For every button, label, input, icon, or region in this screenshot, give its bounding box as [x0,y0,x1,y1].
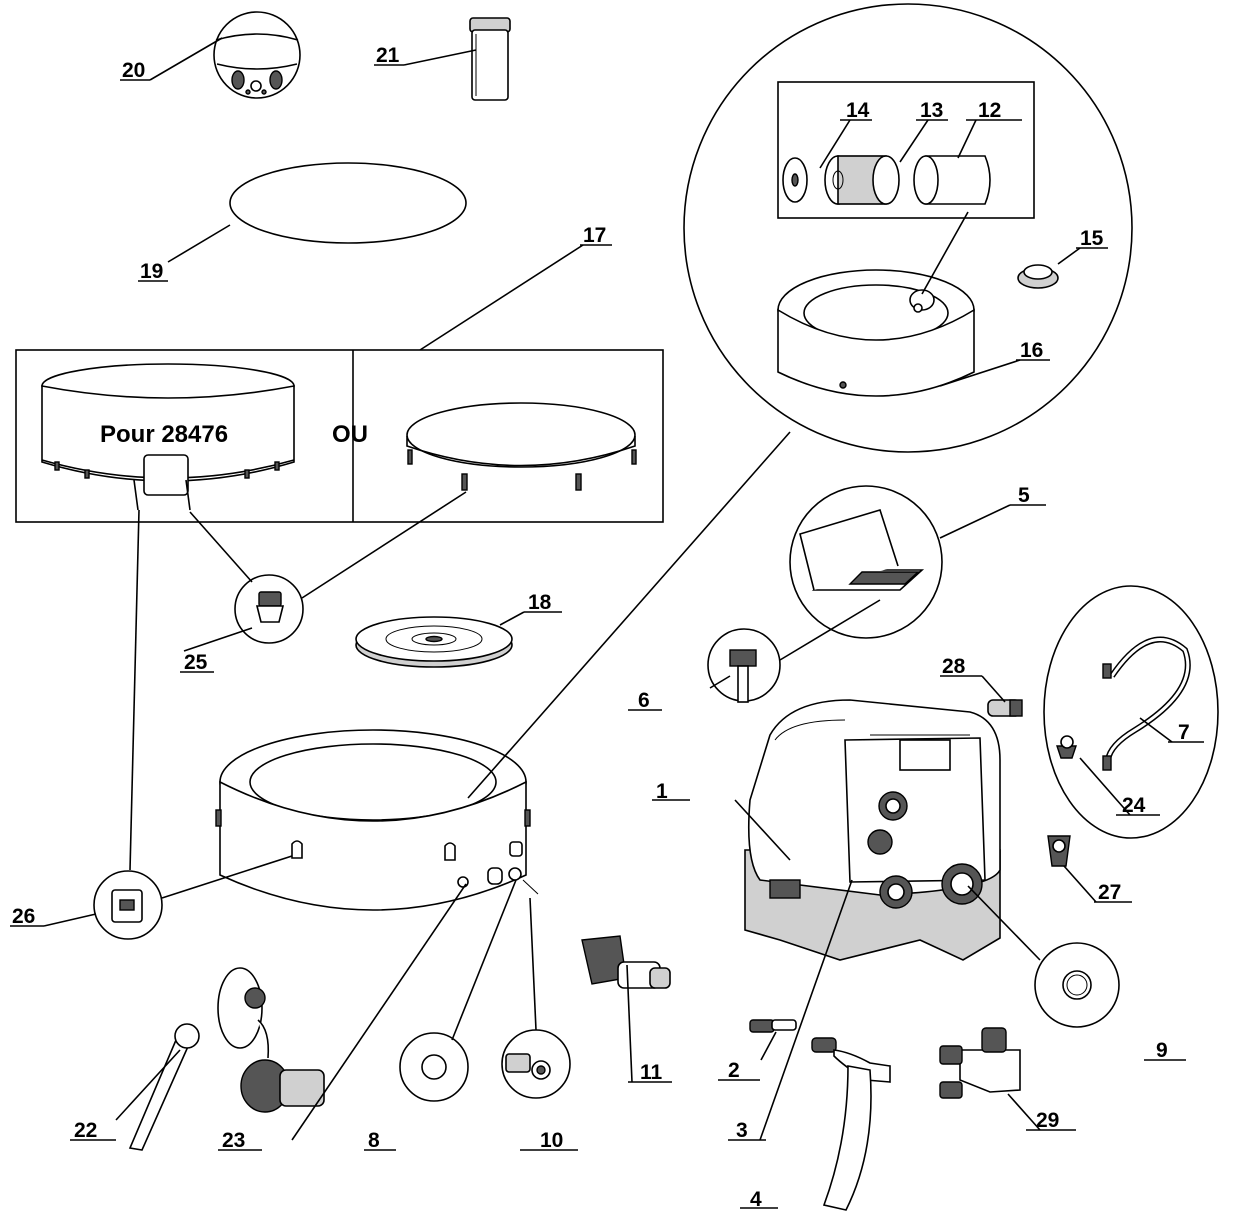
cover-panel: Pour 28476 OU [15,349,664,523]
callout-2: 2 [728,1059,740,1082]
callout-20: 20 [122,59,145,82]
callout-3: 3 [736,1119,748,1142]
washer-detail [967,885,1120,1028]
callout-1: 1 [656,780,668,803]
floating-chemical-dispenser [213,11,301,99]
callout-underlines [10,64,1204,1209]
washer-8 [399,879,517,1102]
callout-12: 12 [978,99,1001,122]
callout-5: 5 [1018,484,1030,507]
callout-6: 6 [638,689,650,712]
callout-18: 18 [528,591,552,614]
filter-housing-base [355,616,513,668]
callout-14: 14 [846,99,870,122]
control-panel-detail [779,485,943,661]
callout-29: 29 [1036,1109,1059,1132]
or-label: OU [332,421,368,448]
spa-tub [215,729,539,911]
cover-for-28476 [41,363,295,511]
callout-8: 8 [368,1129,380,1152]
callout-19: 19 [140,260,163,283]
test-strip-bottle [469,17,511,101]
callout-13: 13 [920,99,943,122]
callout-7: 7 [1178,721,1190,744]
hose-detail [1043,585,1219,839]
callout-24: 24 [1122,794,1146,817]
connector-28 [987,699,1023,717]
callout-27: 27 [1098,881,1121,904]
callout-numbers: 1 2 3 4 5 6 7 8 9 10 11 12 13 14 15 16 1… [12,44,1190,1211]
cover-alternative [406,402,637,491]
pump-handle [749,879,891,1211]
callout-25: 25 [184,651,208,674]
callout-10: 10 [540,1129,563,1152]
bypass-valve [939,1027,1021,1099]
valve-assembly [217,883,467,1141]
cover-buckle-detail [129,491,467,871]
callout-26: 26 [12,905,35,928]
plug-27 [1047,835,1071,867]
drain-valve-detail [501,897,571,1099]
callout-4: 4 [750,1188,762,1211]
wrench [128,1023,200,1151]
cover-for-28476-label: Pour 28476 [100,421,228,448]
hose-adapter [581,935,671,989]
callout-21: 21 [376,44,400,67]
callout-15: 15 [1080,227,1104,250]
ground-cloth [229,162,467,244]
callout-17: 17 [583,224,606,247]
callout-23: 23 [222,1129,245,1152]
callout-22: 22 [74,1119,97,1142]
callout-28: 28 [942,655,966,678]
filter-detail-circle [683,3,1133,453]
pump-unit [734,699,1001,961]
callout-9: 9 [1156,1039,1168,1062]
power-plug-detail [707,628,781,703]
spa-buckle-detail [93,855,293,940]
callout-16: 16 [1020,339,1043,362]
callout-11: 11 [640,1061,663,1084]
